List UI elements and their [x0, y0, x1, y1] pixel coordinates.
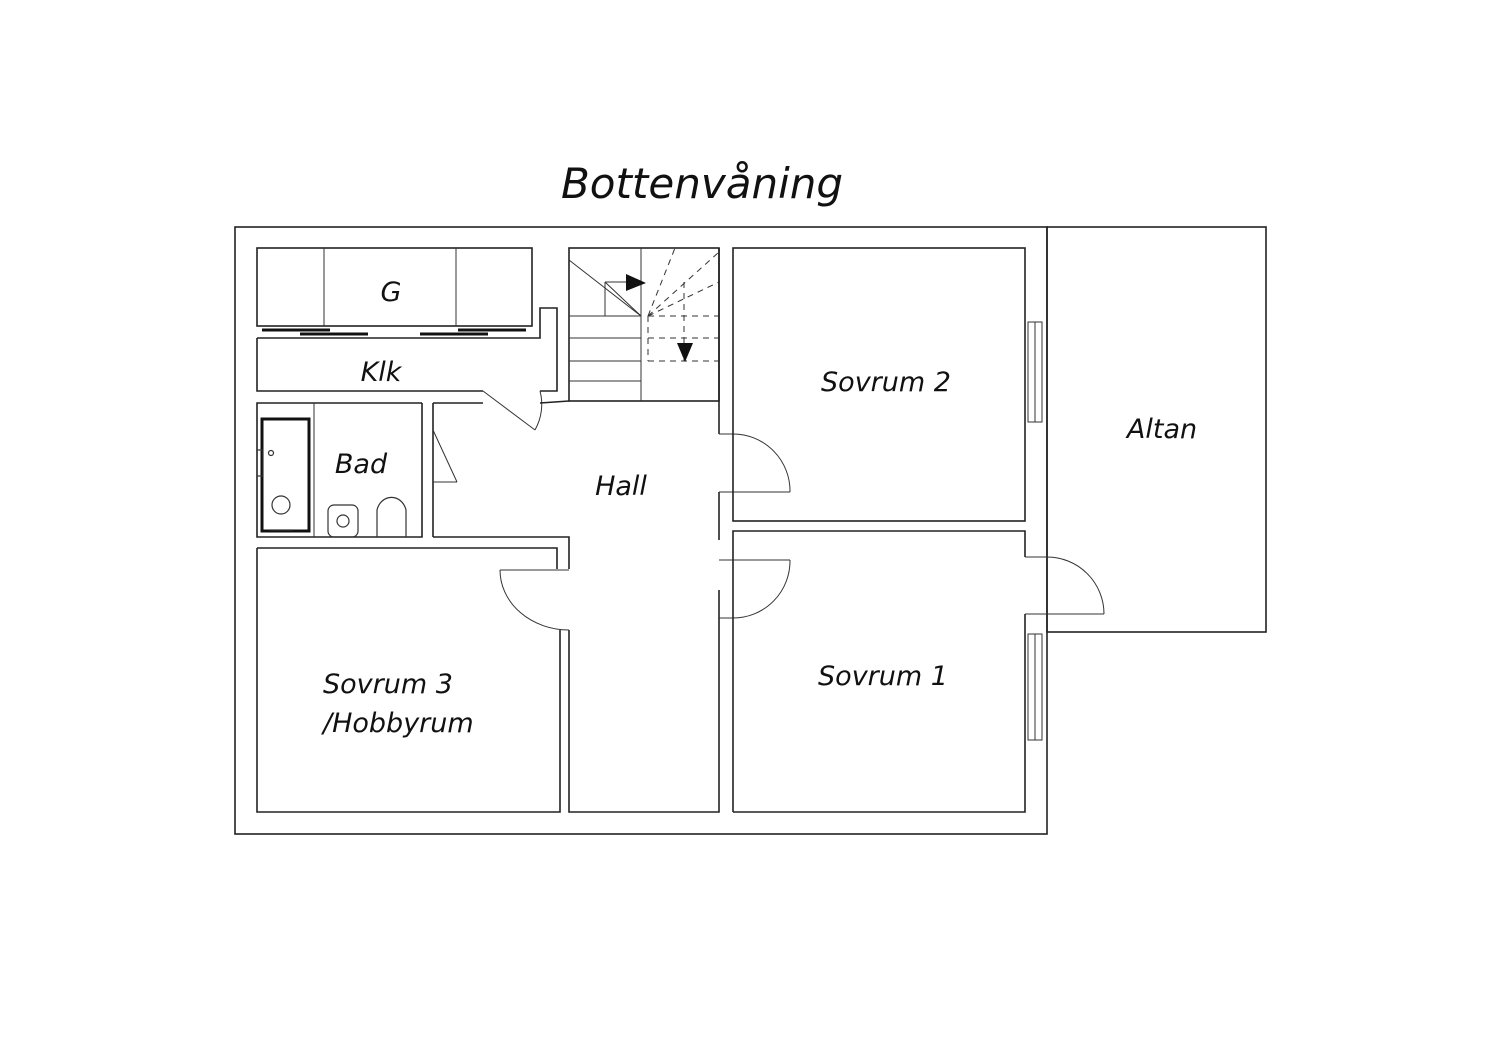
label-altan: Altan	[1125, 414, 1197, 445]
toilet-icon	[376, 496, 407, 537]
stair-arrow-icon	[626, 274, 646, 291]
label-klk: Klk	[361, 357, 403, 388]
staircase	[568, 247, 720, 402]
stair-arrow-down-icon	[677, 343, 693, 362]
label-hall: Hall	[595, 471, 647, 502]
room-bad	[256, 402, 423, 538]
label-bad: Bad	[335, 449, 388, 480]
bathtub-icon	[260, 417, 311, 533]
label-sovrum-3: Sovrum 3	[323, 669, 453, 700]
label-sovrum-1: Sovrum 1	[818, 661, 948, 692]
floor-title: Bottenvåning	[561, 159, 843, 208]
room-klk	[256, 307, 558, 431]
room-sovrum-3	[256, 547, 561, 813]
bad-door	[432, 403, 458, 537]
room-g	[256, 247, 533, 336]
label-g: G	[381, 277, 402, 308]
altan-outline	[1046, 226, 1267, 633]
room-sovrum-1	[732, 530, 1105, 813]
exterior-walls	[234, 226, 1267, 835]
label-sovrum-2: Sovrum 2	[821, 367, 951, 398]
label-hobbyrum: /Hobbyrum	[321, 708, 474, 739]
room-hall	[433, 248, 791, 813]
room-sovrum-2	[732, 247, 1043, 522]
sink-icon	[327, 504, 359, 538]
